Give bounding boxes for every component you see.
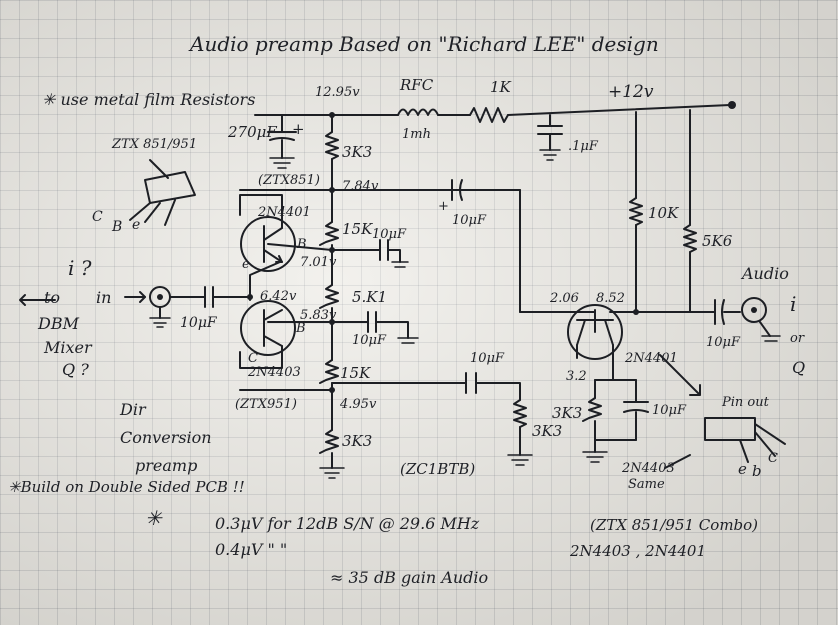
- label-q-2n4401: 2N4401: [258, 205, 311, 220]
- label-c10-big-plus: +: [438, 199, 449, 214]
- pin-c-label: C: [92, 209, 103, 225]
- voltage-495: 4.95v: [340, 397, 377, 412]
- supply-rail: [254, 101, 736, 123]
- voltage-701: 7.01v: [300, 255, 337, 270]
- note-double-sided: ✳Build on Double Sided PCB !!: [8, 478, 245, 496]
- bias-decoupling-caps: [331, 239, 419, 344]
- note-sensitivity-star: ✳: [145, 506, 162, 530]
- label-r3k3-top: 3K3: [342, 143, 373, 161]
- pin-e-label: e: [132, 217, 141, 233]
- label-same-1: 2N4403: [622, 461, 675, 476]
- label-r5k6: 5K6: [702, 232, 733, 250]
- label-r3k3-em: 3K3: [552, 404, 583, 422]
- resistor-5k1: [319, 284, 339, 309]
- label-pin-b: b: [752, 462, 762, 480]
- label-c270-plus: +: [292, 120, 305, 138]
- label-pin-out: Pin out: [722, 395, 769, 410]
- label-c10-mid: 10μF: [352, 333, 387, 348]
- transistor-ztx851: [239, 189, 521, 301]
- label-b2: B: [296, 321, 306, 336]
- rfc-coil: [397, 108, 439, 116]
- voltage-32: 3.2: [566, 369, 587, 384]
- label-out-q: Q: [792, 358, 806, 377]
- label-c: C: [248, 351, 258, 366]
- note-conversion: Conversion: [120, 428, 212, 447]
- page-title: Audio preamp Based on "Richard LEE" desi…: [190, 32, 659, 56]
- label-in: in: [96, 288, 112, 307]
- voltage-583: 5.83v: [300, 308, 337, 323]
- resistor-3k3-bot: [319, 429, 339, 454]
- label-supply: +12v: [608, 82, 654, 102]
- label-out-or: or: [790, 331, 805, 346]
- transistor-ztx951: [239, 300, 333, 391]
- feedback-network: [331, 372, 533, 466]
- label-q-2n4403: 2N4403: [248, 365, 301, 380]
- label-c10-in: 10μF: [180, 315, 217, 331]
- voltage-1295: 12.95v: [315, 85, 360, 100]
- input-section: [19, 286, 253, 328]
- emitter-network: [582, 379, 649, 463]
- label-rfc: RFC: [400, 76, 434, 94]
- label-pin-c: C: [768, 451, 778, 466]
- voltage-206: 2.06: [550, 291, 579, 306]
- label-c01: .1μF: [568, 139, 598, 154]
- label-ztx951: (ZTX951): [235, 397, 297, 412]
- label-out-i: i: [790, 292, 797, 316]
- label-r5k1: 5.K1: [352, 288, 388, 306]
- label-rfc-value: 1mh: [402, 127, 431, 142]
- label-to: to: [44, 288, 61, 307]
- note-preamp: preamp: [135, 456, 198, 475]
- label-iq: i ?: [68, 256, 92, 280]
- pinout-sketches: [129, 159, 786, 469]
- label-c270: 270μF: [228, 123, 277, 141]
- label-dbm-q: Q ?: [62, 360, 89, 379]
- note-metal-film: ✳ use metal film Resistors: [42, 90, 256, 109]
- label-same-2: Same: [628, 477, 665, 492]
- label-r10k: 10K: [648, 204, 679, 222]
- label-audio-out: Audio: [742, 264, 789, 283]
- resistor-3k3-top: [325, 131, 339, 160]
- voltage-642: 6.42v: [260, 289, 297, 304]
- output-stage: [609, 109, 781, 342]
- label-e: e: [242, 257, 250, 272]
- resistor-1k: [469, 107, 509, 123]
- label-ztx851: (ZTX851): [258, 173, 320, 188]
- label-mixer: Mixer: [44, 338, 92, 357]
- note-combo-2: 2N4403 , 2N4401: [570, 542, 706, 560]
- voltage-852: 8.52: [596, 291, 625, 306]
- label-pin-e: e: [738, 460, 747, 478]
- label-r3k3-bot: 3K3: [342, 432, 373, 450]
- label-r15k-top: 15K: [342, 220, 373, 238]
- note-sensitivity-1: 0.3μV for 12dB S/N @ 29.6 MHz: [215, 514, 480, 533]
- label-b: B: [297, 237, 307, 252]
- label-q-out: 2N4401: [625, 351, 678, 366]
- note-gain: ≈ 35 dB gain Audio: [330, 568, 489, 587]
- pin-b-label: B: [112, 219, 123, 235]
- label-r15k-bot: 15K: [340, 364, 371, 382]
- note-dir: Dir: [120, 400, 146, 419]
- label-r1k: 1K: [490, 78, 511, 96]
- coupling-cap-10uf: [451, 179, 463, 201]
- resistor-15k-bot: [319, 359, 339, 384]
- pinout-part-label: ZTX 851/951: [112, 137, 198, 152]
- label-r3k3-fb: 3K3: [532, 422, 563, 440]
- label-c10-out: 10μF: [706, 335, 741, 350]
- label-zc: (ZC1BTB): [400, 460, 476, 478]
- capacitor-270uf: [267, 114, 297, 169]
- capacitor-0.1uf: [537, 114, 563, 161]
- transistor-output: [519, 304, 623, 381]
- label-c10-em: 10μF: [652, 403, 687, 418]
- supply-terminal: [728, 101, 736, 109]
- voltage-784: 7.84v: [342, 179, 379, 194]
- note-combo-1: (ZTX 851/951 Combo): [590, 516, 759, 534]
- label-dbm: DBM: [38, 314, 79, 333]
- label-c10-fb: 10μF: [470, 351, 505, 366]
- note-sensitivity-2: 0.4μV " ": [215, 540, 288, 559]
- label-c10-big: 10μF: [452, 213, 487, 228]
- resistor-15k-top: [319, 221, 339, 246]
- left-bias-chain: [319, 114, 345, 479]
- label-c10-top: 10μF: [372, 227, 407, 242]
